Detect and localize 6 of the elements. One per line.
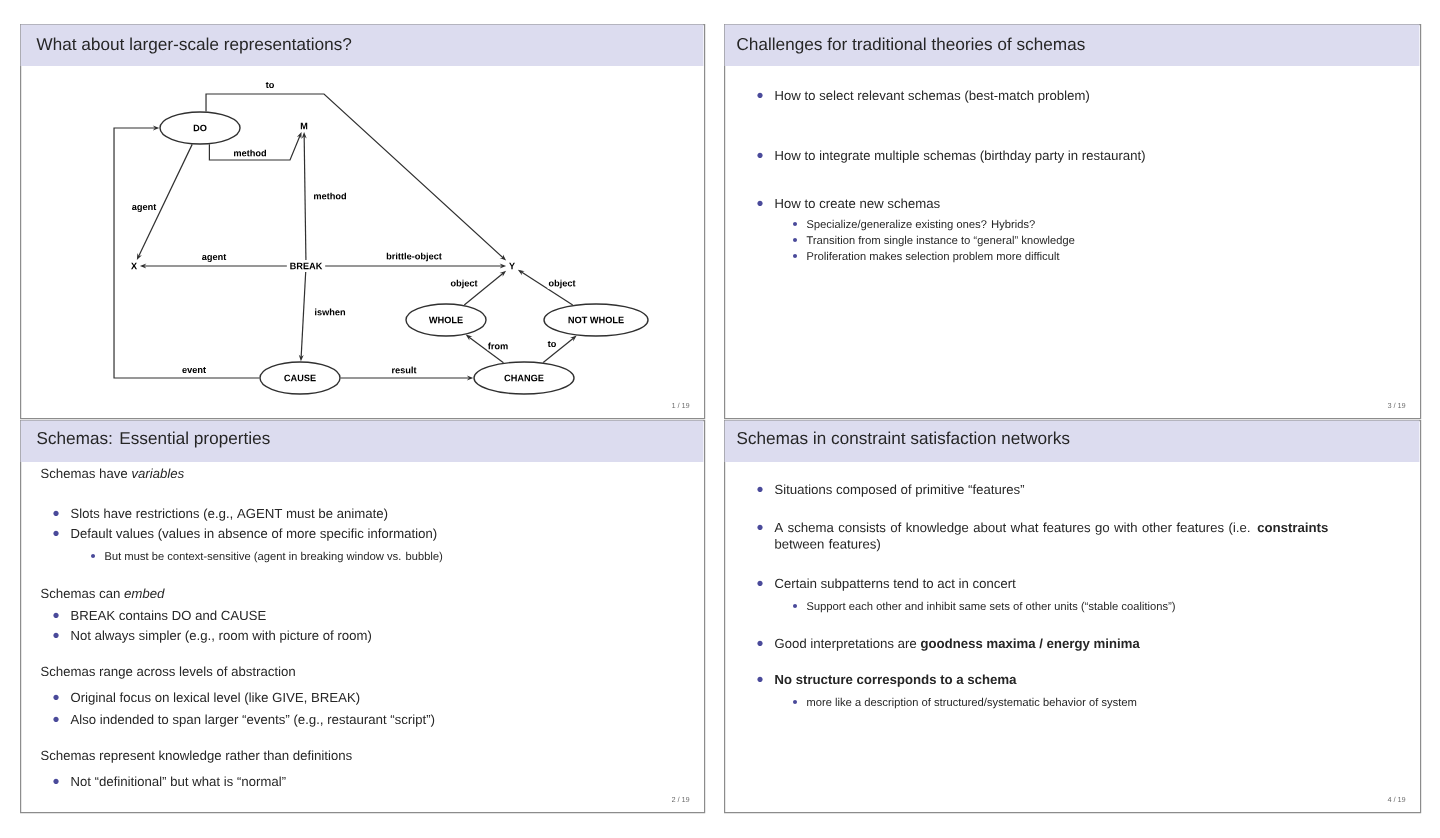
slide-title: Schemas: Essential properties <box>20 420 704 462</box>
arrow <box>113 125 260 379</box>
slide-title: Challenges for traditional theories of schemas <box>724 24 1420 66</box>
slide-title: What about larger-scale representations? <box>20 24 704 66</box>
slide-title: Schemas in constraint satisfaction networks <box>724 420 1420 462</box>
arrow <box>542 335 577 364</box>
